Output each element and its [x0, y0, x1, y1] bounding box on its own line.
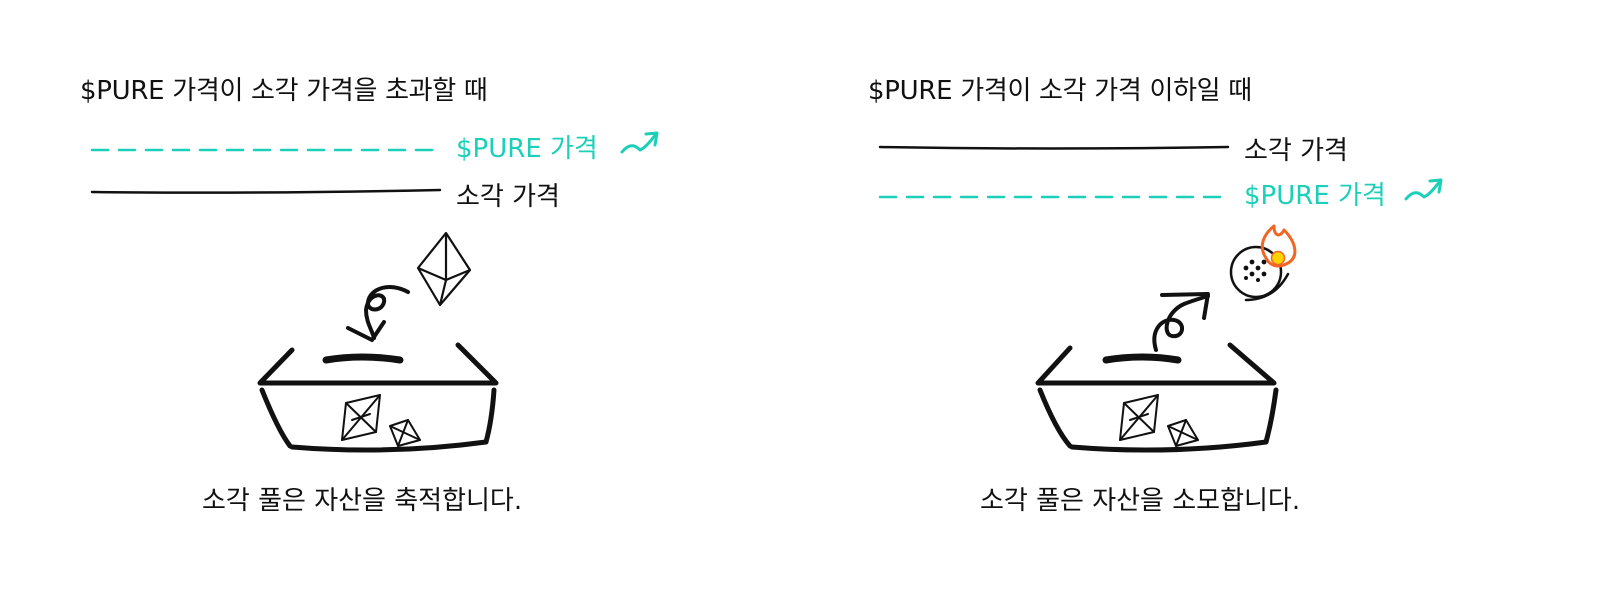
arrow-out-of-box-icon	[1152, 292, 1210, 352]
burn-pool-box-icon	[1035, 342, 1279, 453]
panel-heading: $PURE 가격이 소각 가격을 초과할 때	[80, 76, 488, 106]
burn-price-label: 소각 가격	[1244, 136, 1348, 166]
burn-pool-box-icon	[257, 342, 499, 453]
panel-caption: 소각 풀은 자산을 소모합니다.	[980, 486, 1301, 516]
left-illustration	[90, 131, 659, 453]
panel-heading: $PURE 가격이 소각 가격 이하일 때	[868, 76, 1252, 106]
panel-below-burn-price: $PURE 가격이 소각 가격 이하일 때 소각 가격 $PURE 가격 소각 …	[800, 0, 1600, 590]
pure-price-label: $PURE 가격	[456, 134, 598, 164]
trend-up-icon	[620, 131, 659, 154]
panel-caption: 소각 풀은 자산을 축적합니다.	[202, 486, 523, 516]
eth-diamond-icon	[416, 231, 472, 307]
panel-above-burn-price: $PURE 가격이 소각 가격을 초과할 때 $PURE 가격 소각 가격 소각…	[80, 76, 659, 516]
arrow-into-box-icon	[346, 285, 410, 342]
pure-price-label: $PURE 가격	[1244, 181, 1386, 211]
trend-up-icon	[1404, 178, 1443, 201]
right-illustration	[878, 145, 1443, 453]
burn-price-line	[90, 188, 442, 194]
burn-price-line	[878, 145, 1230, 150]
burn-price-label: 소각 가격	[456, 182, 560, 212]
burning-coin-icon	[1229, 224, 1297, 302]
